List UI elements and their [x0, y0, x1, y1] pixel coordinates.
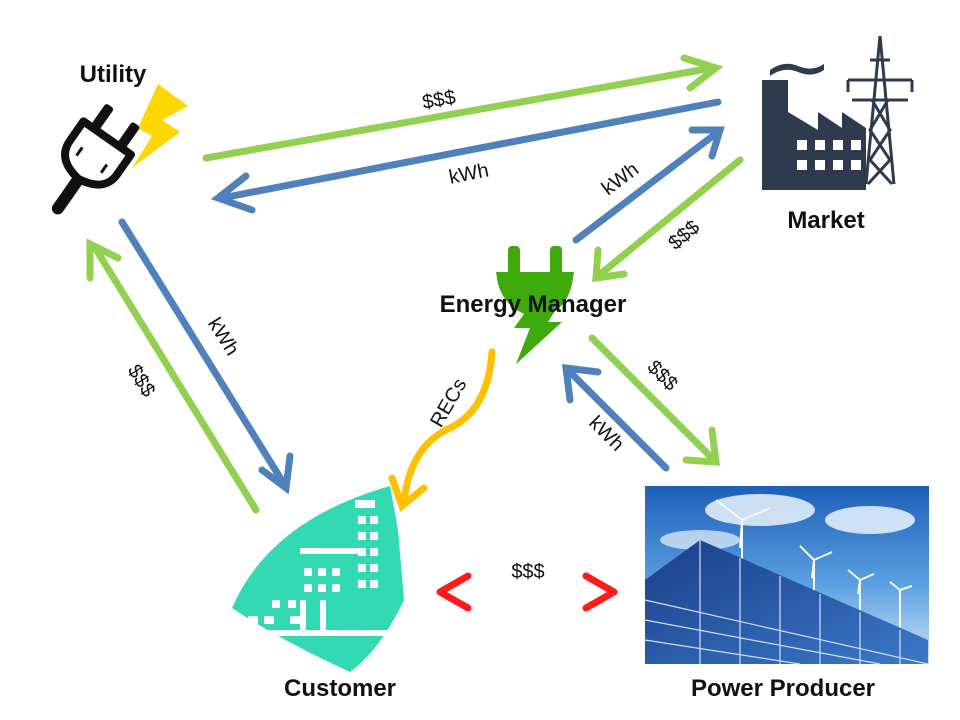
utility-plug-icon	[51, 84, 188, 215]
energy-manager-plug-icon	[496, 246, 574, 364]
lightning-bolt-icon	[132, 84, 188, 168]
arrow-market-to-energy-manager-money	[592, 156, 744, 283]
power-producer-label: Power Producer	[691, 675, 875, 702]
market-factory-icon	[762, 63, 866, 190]
arrow-utility-to-customer-energy	[118, 218, 294, 495]
label-producer-energy-manager-energy: kWh	[584, 412, 628, 456]
label-market-utility-energy: kWh	[447, 159, 490, 188]
arrow-customer-to-utility-money	[86, 238, 260, 514]
energy-manager-label: Energy Manager	[440, 291, 627, 318]
label-utility-market-money: $$$	[421, 86, 458, 113]
arrow-market-to-utility-energy	[210, 98, 722, 214]
arrow-utility-to-market-money	[202, 54, 724, 162]
power-producer-photo	[644, 486, 929, 665]
label-energy-manager-producer-money: $$$	[643, 356, 682, 395]
market-label: Market	[787, 207, 864, 234]
label-market-energy-manager-money: $$$	[664, 216, 704, 254]
label-customer-utility-money: $$$	[123, 361, 159, 401]
arrow-energy-manager-to-market-energy	[572, 126, 725, 244]
energy-manager-bolt-icon	[514, 300, 562, 364]
power-tower-icon	[846, 35, 914, 186]
utility-label: Utility	[80, 61, 147, 88]
arrow-energy-manager-to-customer-recs	[388, 348, 496, 512]
customer-label: Customer	[284, 675, 396, 702]
arrow-energy-manager-to-producer-money	[588, 334, 720, 466]
label-utility-customer-energy: kWh	[203, 314, 243, 360]
arrow-customer-producer-exchange	[436, 572, 618, 612]
arrow-producer-to-energy-manager-energy	[561, 363, 670, 472]
label-customer-producer-money: $$$	[511, 561, 544, 583]
customer-building-icon	[232, 486, 404, 672]
